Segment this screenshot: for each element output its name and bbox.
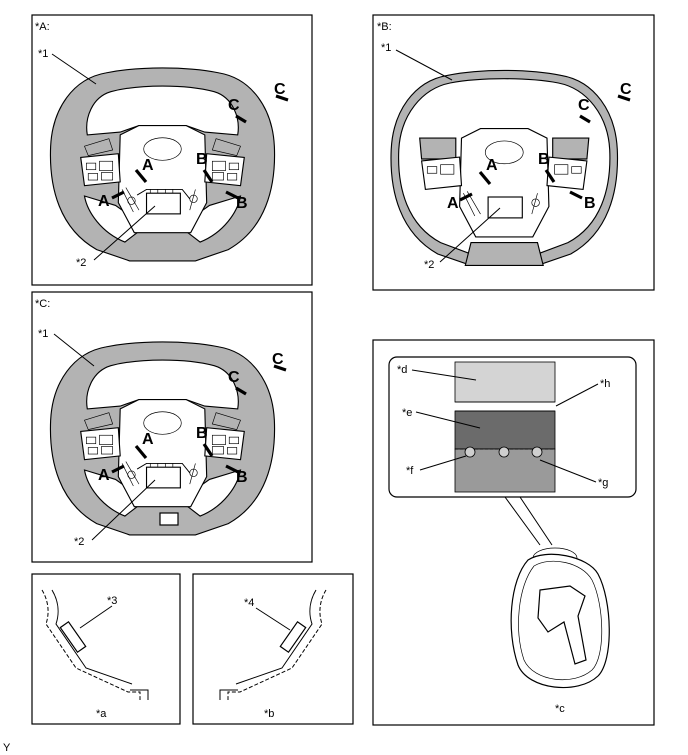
section-a-caption: *a (96, 708, 107, 720)
detail-callout-h: *h (600, 378, 610, 390)
panel-a-marker-a-2: A (98, 193, 110, 210)
panel-section-b: *4 *b (192, 573, 354, 725)
panel-a-callout-1: *1 (38, 48, 48, 60)
panel-b-marker-c-2: C (578, 97, 590, 114)
footer-mark: Y (3, 742, 11, 754)
detail-callout-e: *e (402, 407, 412, 419)
panel-c-marker-c-2: C (228, 369, 240, 386)
panel-a-title: *A: (35, 21, 50, 33)
panel-b-marker-c-1: C (620, 81, 632, 98)
panel-c: *C: *1 *2 A A B B C C (31, 291, 313, 563)
detail-callout-f: *f (406, 465, 414, 477)
panel-a-marker-a-1: A (142, 157, 154, 174)
panel-a-marker-b-1: B (196, 151, 208, 168)
panel-c-marker-a-2: A (98, 467, 110, 484)
panel-c-marker-c-1: C (272, 351, 284, 368)
panel-section-a: *3 *a (31, 573, 181, 725)
panel-b-callout-2: *2 (424, 259, 434, 271)
detail-dark-band (454, 410, 556, 450)
section-b-caption: *b (264, 708, 274, 720)
panel-a-marker-c-2: C (228, 97, 240, 114)
panel-c-marker-b-1: B (196, 425, 208, 442)
detail-caption-c: *c (555, 703, 565, 715)
stitch-hole-1 (464, 446, 476, 458)
stitch-hole-2 (498, 446, 510, 458)
panel-c-marker-a-1: A (142, 431, 154, 448)
panel-a: *A: *1 *2 A A B B C C (31, 14, 313, 286)
panel-c-callout-2: *2 (74, 536, 84, 548)
section-b-callout: *4 (244, 597, 254, 609)
section-a-callout: *3 (107, 595, 117, 607)
panel-detail: *d *h *e *f *g *c (372, 339, 655, 726)
panel-c-title: *C: (35, 298, 50, 310)
panel-a-callout-2: *2 (76, 257, 86, 269)
panel-b-marker-a-1: A (486, 157, 498, 174)
detail-callout-d: *d (397, 364, 407, 376)
panel-c-marker-b-2: B (236, 469, 248, 486)
panel-a-marker-b-2: B (236, 195, 248, 212)
panel-c-callout-1: *1 (38, 328, 48, 340)
panel-b: *B: *1 *2 A A B B (372, 14, 655, 291)
panel-b-marker-b-1: B (538, 151, 550, 168)
panel-a-marker-c-1: C (274, 81, 286, 98)
stitch-hole-3 (531, 446, 543, 458)
panel-b-marker-b-2: B (584, 195, 596, 212)
panel-b-callout-1: *1 (381, 42, 391, 54)
panel-b-title: *B: (377, 21, 392, 33)
detail-top-band (454, 361, 556, 403)
detail-callout-g: *g (598, 477, 608, 489)
panel-b-marker-a-2: A (447, 195, 459, 212)
